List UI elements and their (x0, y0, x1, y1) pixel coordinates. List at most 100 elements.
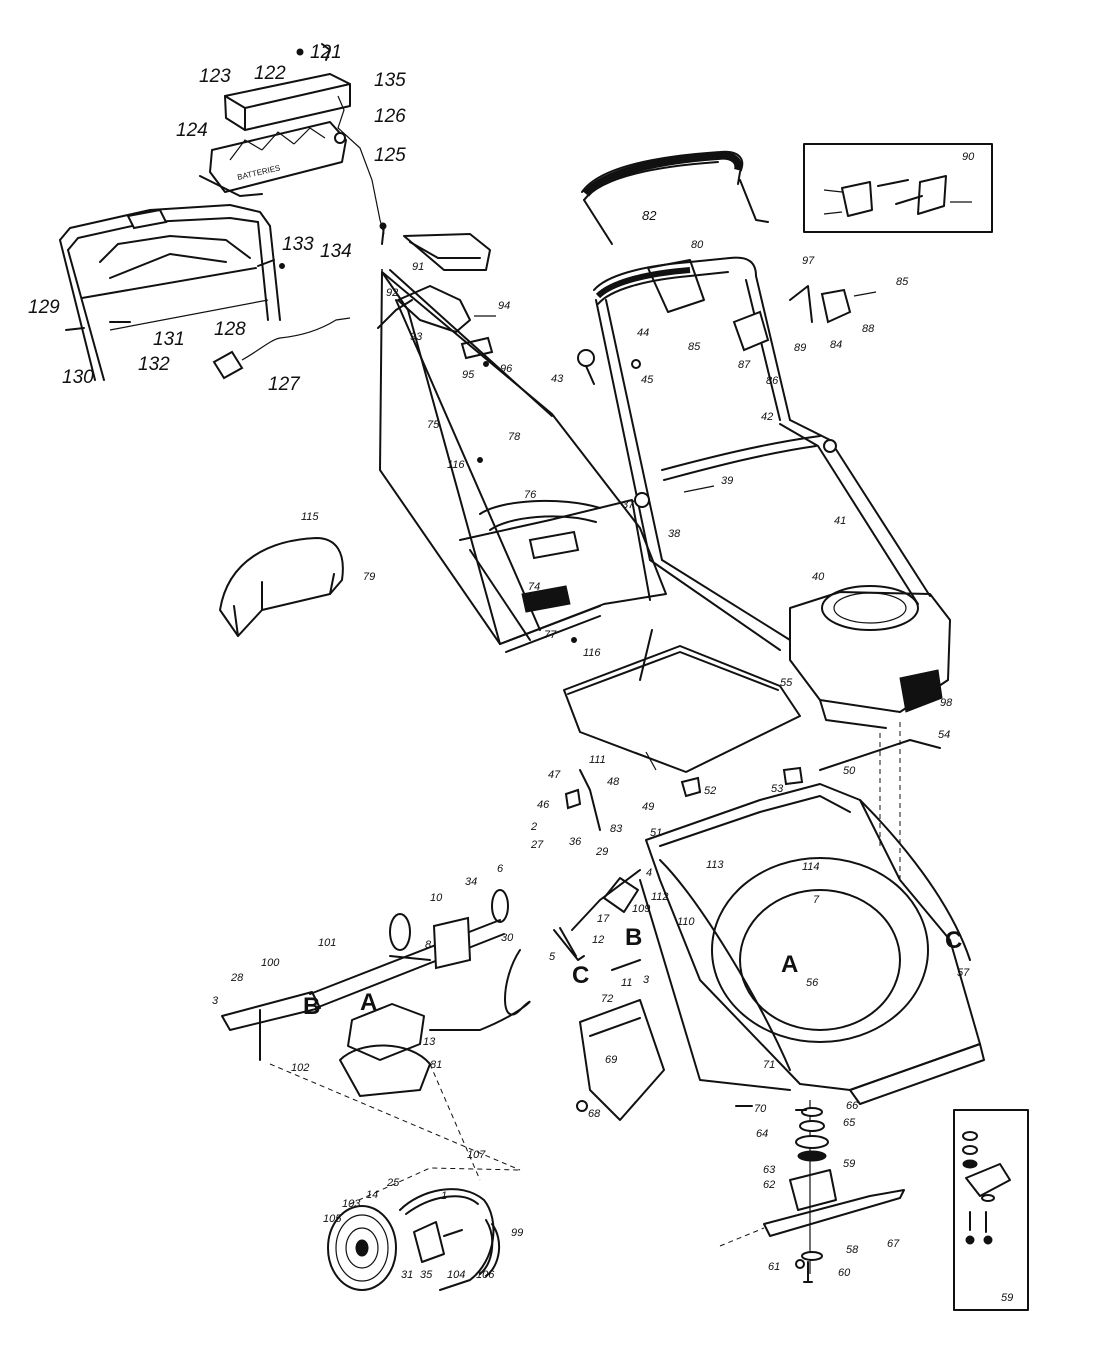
callout-97: 97 (802, 255, 815, 267)
callout-106: 106 (476, 1269, 495, 1281)
callout-85: 85 (688, 341, 701, 353)
mower-deck (639, 720, 985, 1105)
callout-7: 7 (813, 894, 820, 906)
blade-assembly (719, 1100, 905, 1283)
callout-116: 116 (583, 647, 601, 659)
callout-94: 94 (498, 300, 510, 312)
callout-1: 1 (441, 1190, 447, 1202)
rear-door (563, 645, 801, 773)
callout-25: 25 (386, 1177, 400, 1189)
callout-83: 83 (610, 823, 623, 835)
handle-assembly (577, 150, 931, 651)
callout-123: 123 (199, 66, 231, 87)
callout-92: 92 (386, 287, 398, 299)
callout-62: 62 (763, 1179, 775, 1191)
section-marker-c: C (572, 962, 589, 989)
callout-34: 34 (465, 876, 477, 888)
callout-121: 121 (310, 42, 342, 63)
section-marker-c: C (945, 927, 962, 954)
callout-13: 13 (423, 1036, 436, 1048)
callout-68: 68 (588, 1108, 601, 1120)
callout-3: 3 (212, 995, 219, 1007)
callout-135: 135 (374, 70, 406, 91)
callout-86: 86 (766, 375, 779, 387)
callout-81: 81 (430, 1059, 442, 1071)
section-marker-a: A (360, 989, 377, 1016)
callout-39: 39 (721, 475, 733, 487)
callout-4: 4 (646, 867, 652, 879)
callout-6: 6 (497, 863, 504, 875)
callout-49: 49 (642, 801, 654, 813)
callout-10: 10 (430, 892, 443, 904)
callout-126: 126 (374, 106, 406, 127)
callout-76: 76 (524, 489, 537, 501)
deflector-shield (219, 537, 344, 637)
callout-82: 82 (642, 208, 657, 223)
callout-128: 128 (214, 319, 246, 340)
callout-63: 63 (763, 1164, 776, 1176)
callout-3: 3 (643, 974, 650, 986)
callout-55: 55 (780, 677, 793, 689)
callout-69: 69 (605, 1054, 617, 1066)
callout-52: 52 (704, 785, 716, 797)
callout-38: 38 (668, 528, 681, 540)
callout-112: 112 (651, 891, 669, 903)
callout-46: 46 (537, 799, 550, 811)
callout-134: 134 (320, 241, 352, 262)
callout-65: 65 (843, 1117, 856, 1129)
callout-17: 17 (597, 913, 610, 925)
callout-14: 14 (366, 1189, 378, 1201)
callout-96: 96 (500, 363, 513, 375)
callout-28: 28 (230, 972, 244, 984)
callout-41: 41 (834, 515, 846, 527)
callout-47: 47 (548, 769, 561, 781)
callout-78: 78 (508, 431, 521, 443)
callout-95: 95 (462, 369, 475, 381)
callout-116: 116 (447, 459, 465, 471)
callout-88: 88 (862, 323, 875, 335)
callout-113: 113 (706, 859, 724, 871)
engine (789, 585, 951, 729)
callout-27: 27 (530, 839, 544, 851)
callout-74: 74 (528, 581, 540, 593)
callout-30: 30 (501, 932, 514, 944)
callout-66: 66 (846, 1100, 859, 1112)
callout-115: 115 (301, 511, 319, 523)
callout-45: 45 (641, 374, 654, 386)
inset-box-90 (803, 143, 993, 233)
callout-102: 102 (291, 1062, 309, 1074)
callout-105: 105 (323, 1213, 342, 1225)
callout-37: 37 (622, 499, 635, 511)
callout-59: 59 (1001, 1292, 1013, 1304)
callout-51: 51 (650, 827, 662, 839)
callout-107: 107 (467, 1149, 486, 1161)
callout-53: 53 (771, 783, 784, 795)
callout-11: 11 (621, 977, 632, 989)
callout-104: 104 (447, 1269, 465, 1281)
callout-110: 110 (677, 916, 695, 928)
drive-shaft-assembly (221, 739, 941, 1181)
callout-84: 84 (830, 339, 842, 351)
callout-44: 44 (637, 327, 649, 339)
callout-132: 132 (138, 354, 170, 375)
callout-61: 61 (768, 1261, 780, 1273)
callout-42: 42 (761, 411, 773, 423)
callout-70: 70 (754, 1103, 767, 1115)
callout-50: 50 (843, 765, 856, 777)
callout-89: 89 (794, 342, 806, 354)
callout-85: 85 (896, 276, 909, 288)
section-marker-b: B (625, 924, 642, 951)
callout-114: 114 (802, 861, 820, 873)
section-marker-a: A (781, 951, 798, 978)
callout-29: 29 (595, 846, 608, 858)
callout-5: 5 (549, 951, 556, 963)
callout-35: 35 (420, 1269, 433, 1281)
callout-133: 133 (282, 234, 314, 255)
callout-122: 122 (254, 63, 286, 84)
callout-71: 71 (763, 1059, 775, 1071)
inset-box-59 (953, 1109, 1029, 1311)
grass-catcher (379, 269, 667, 681)
callout-48: 48 (607, 776, 620, 788)
callout-8: 8 (425, 939, 432, 951)
